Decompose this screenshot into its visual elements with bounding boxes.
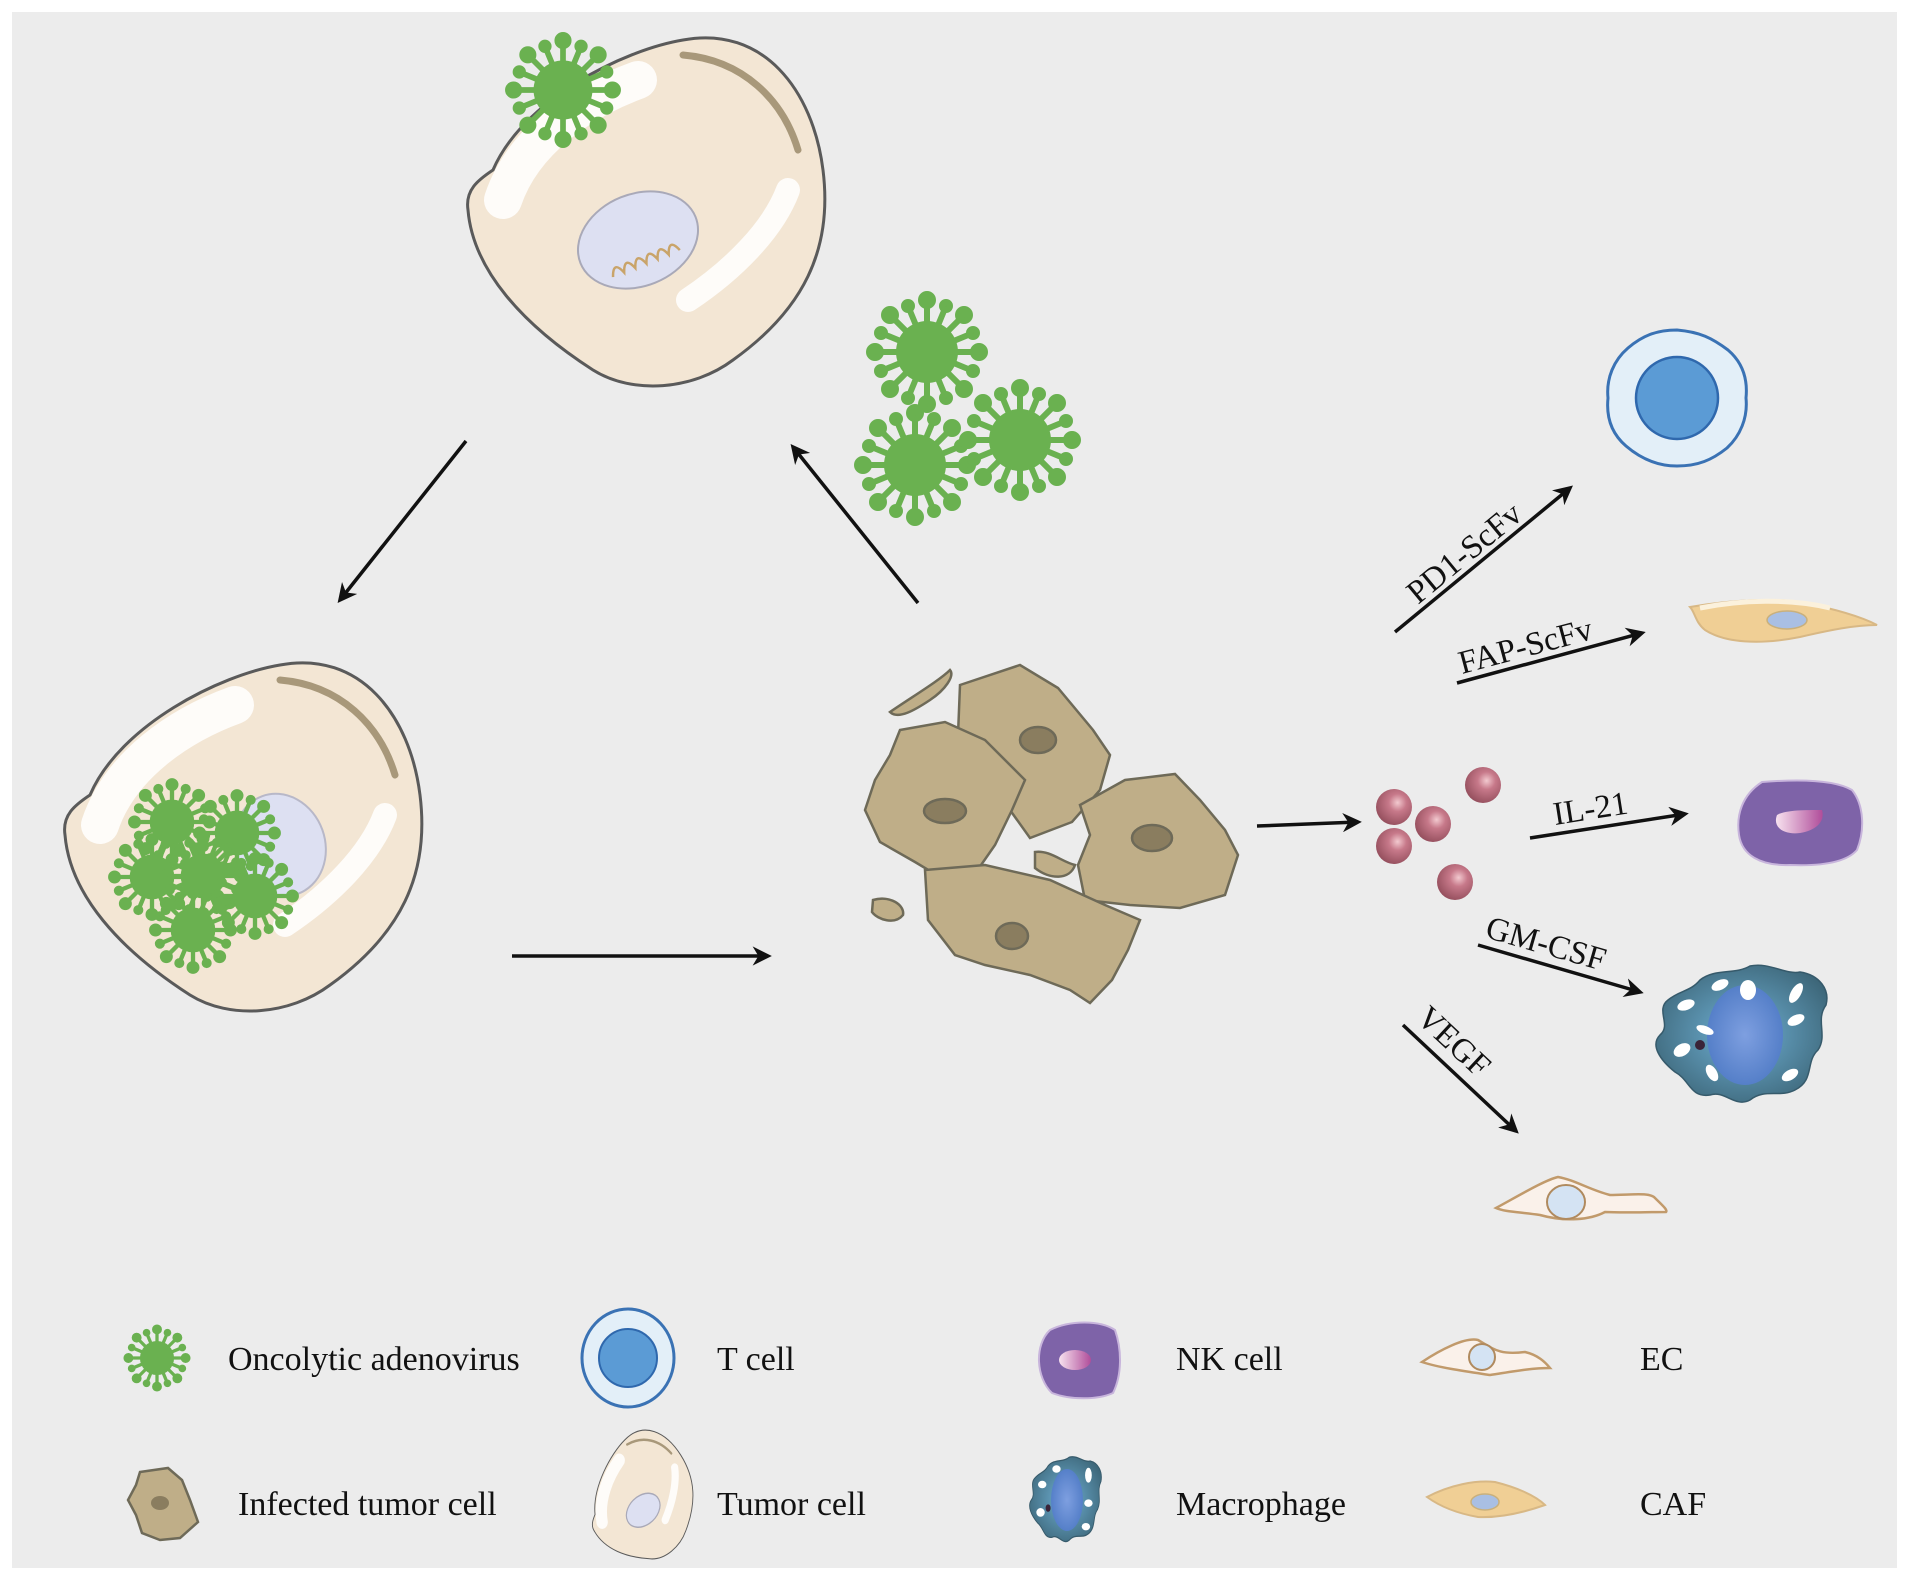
label-gm-csf: GM-CSF xyxy=(1482,910,1610,978)
ec-icon xyxy=(1419,1338,1553,1377)
cytokine-sphere xyxy=(1376,789,1412,825)
cytokine-sphere xyxy=(1437,864,1473,900)
arrow-gm-csf xyxy=(1477,943,1644,997)
label-pd1-scfv: PD1-ScFv xyxy=(1400,496,1529,612)
legend-item-oncolytic-adenovirus: Oncolytic adenovirus xyxy=(123,1324,520,1392)
svg-text:Macrophage: Macrophage xyxy=(1176,1486,1346,1523)
macrophage-icon xyxy=(1029,1456,1102,1543)
arrow-fap-scfv xyxy=(1456,627,1646,685)
arrow-lysis-to-cytokines xyxy=(1256,812,1362,833)
cytokine-sphere xyxy=(1415,806,1451,842)
arrow-lysis-to-release xyxy=(790,443,920,605)
tumor-cell-nucleus xyxy=(576,190,700,290)
legend-item-caf: CAF xyxy=(1425,1480,1706,1523)
svg-text:T cell: T cell xyxy=(717,1341,795,1378)
virus xyxy=(857,407,973,523)
cytokine-sphere xyxy=(1465,767,1501,803)
svg-text:Infected tumor cell: Infected tumor cell xyxy=(238,1486,497,1523)
legend-item-macrophage: Macrophage xyxy=(1029,1456,1346,1543)
released-cytokines xyxy=(1376,767,1501,900)
caf-icon xyxy=(1425,1480,1547,1519)
tumor-cell xyxy=(468,38,825,386)
tumor-cell-virus-entry xyxy=(468,35,825,386)
legend-item-t-cell: T cell xyxy=(580,1307,795,1409)
infected-tumor-cell-with-replicating-viruses xyxy=(65,663,422,1011)
svg-text:Tumor cell: Tumor cell xyxy=(717,1486,866,1523)
legend-item-nk-cell: NK cell xyxy=(1037,1321,1283,1400)
lysed-infected-tumor-cells xyxy=(863,663,1240,1005)
nk-cell-nucleus xyxy=(1775,810,1823,834)
ec-nucleus xyxy=(1546,1184,1586,1220)
arrow-pd1-scfv xyxy=(1393,485,1573,634)
caf-nucleus xyxy=(1766,610,1808,630)
macrophage-nucleus xyxy=(1707,985,1783,1085)
t-cell-icon xyxy=(580,1307,676,1409)
target-nk-cell xyxy=(1737,779,1864,867)
label-fap-scfv: FAP-ScFv xyxy=(1455,611,1597,681)
target-ec xyxy=(1493,1175,1668,1221)
legend-item-ec: EC xyxy=(1419,1338,1683,1378)
virus xyxy=(962,382,1078,498)
arrow-vegf xyxy=(1401,1023,1519,1134)
cytokine-sphere xyxy=(1376,828,1412,864)
t-cell-nucleus xyxy=(1634,355,1720,441)
target-macrophage xyxy=(1655,964,1828,1103)
nk-cell-icon xyxy=(1037,1321,1122,1400)
arrow-entry-to-infection xyxy=(337,439,468,604)
attaching-virus xyxy=(508,35,618,145)
cell-fragment xyxy=(888,668,953,717)
svg-text:EC: EC xyxy=(1640,1341,1683,1378)
infected-tumor-cell-icon xyxy=(126,1466,200,1542)
tumor-cell-icon xyxy=(569,1414,714,1584)
virus xyxy=(869,294,985,410)
svg-text:NK cell: NK cell xyxy=(1176,1341,1283,1378)
lysed-cell xyxy=(923,863,1142,1005)
target-t-cell xyxy=(1606,328,1748,468)
legend-item-tumor-cell: Tumor cell xyxy=(569,1414,866,1584)
svg-text:CAF: CAF xyxy=(1640,1486,1706,1523)
oncolytic-adenovirus-icon xyxy=(123,1324,191,1392)
cell-fragment xyxy=(1033,850,1077,878)
released-viruses xyxy=(857,294,1078,523)
arrow-il-21 xyxy=(1529,806,1689,840)
legend: Oncolytic adenovirus T cell NK cell EC xyxy=(123,1307,1706,1584)
svg-text:Oncolytic adenovirus: Oncolytic adenovirus xyxy=(228,1341,520,1378)
target-caf xyxy=(1687,598,1878,643)
legend-item-infected-tumor-cell: Infected tumor cell xyxy=(126,1466,497,1542)
cell-fragment xyxy=(870,897,905,922)
